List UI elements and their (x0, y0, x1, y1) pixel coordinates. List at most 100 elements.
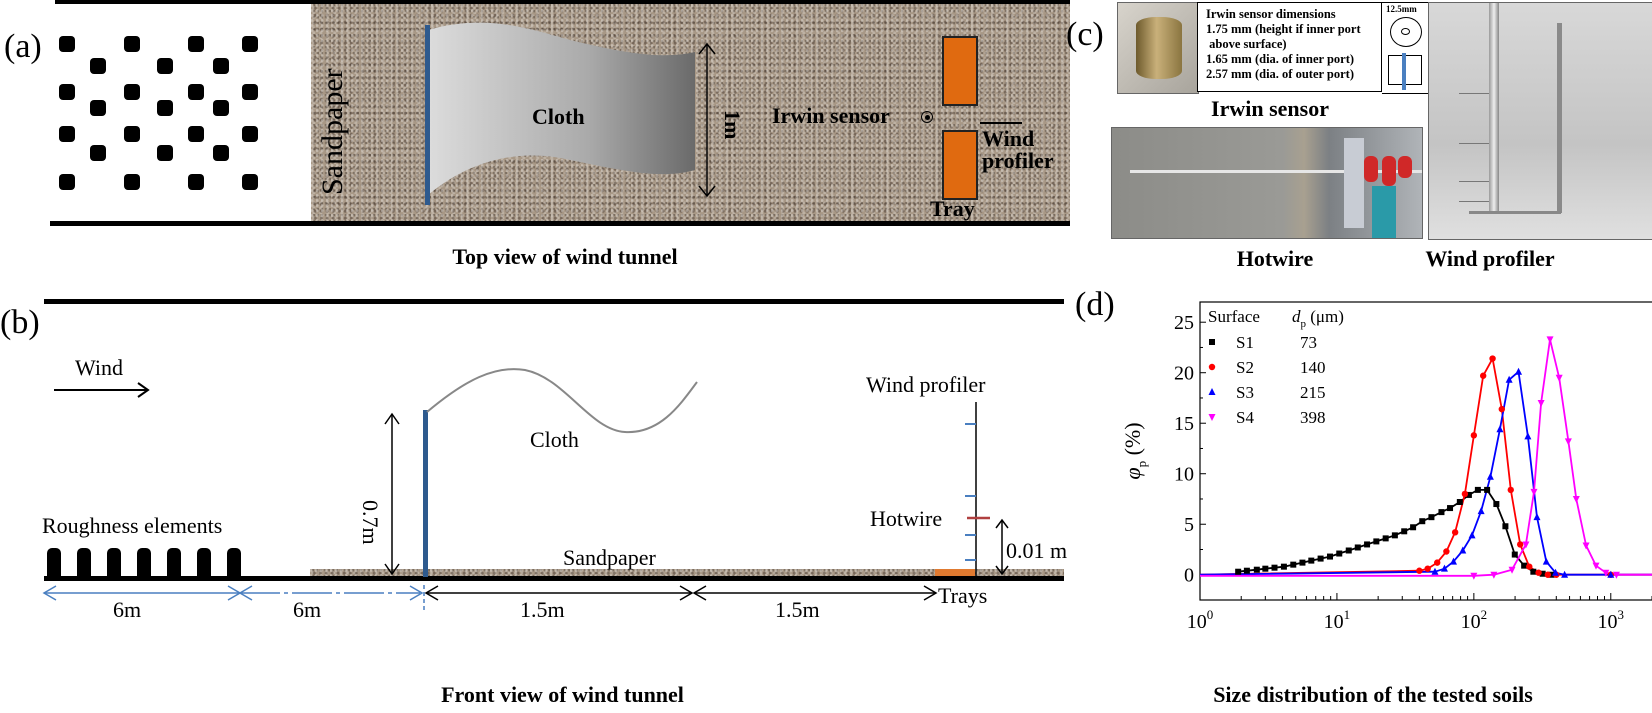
roughness-element (59, 126, 75, 142)
roughness-element (242, 174, 258, 190)
data-point-s1 (1465, 491, 1472, 498)
roughness-element (59, 36, 75, 52)
data-point-s1 (1290, 561, 1297, 568)
data-point-s1 (1373, 538, 1380, 545)
series-line-s2 (1199, 357, 1652, 576)
data-point-s3 (1431, 567, 1439, 575)
cloth-label: Cloth (532, 104, 585, 129)
tunnel-floor (44, 576, 1064, 581)
roughness-element (157, 58, 173, 74)
irwin-dims-title: Irwin sensor dimensions (1206, 7, 1336, 21)
trays-block (935, 569, 975, 576)
y-tick-label: 0 (1184, 565, 1194, 587)
sandpaper-label: Sandpaper (316, 68, 349, 195)
legend-surface-name: S2 (1236, 358, 1254, 377)
data-point-s1 (1253, 566, 1260, 573)
data-point-s2 (1507, 486, 1514, 494)
tray-lower (942, 130, 978, 200)
roughness-element (242, 84, 258, 100)
cloth-label: Cloth (530, 427, 579, 452)
irwin-sensor-label: Irwin sensor (772, 103, 890, 128)
hotwire-label: Hotwire (870, 506, 943, 531)
irwin-schematic: 12.5mm (1382, 2, 1431, 94)
data-point-s3 (1552, 568, 1560, 576)
data-point-s4 (1555, 374, 1563, 382)
irwin-sensor-photo (1117, 2, 1199, 94)
width-dimension-arrow (698, 42, 716, 198)
wind-arrow-icon (54, 382, 150, 398)
data-point-s2 (1516, 541, 1524, 548)
data-point-s2 (1461, 490, 1469, 498)
data-point-s2 (1434, 559, 1441, 566)
roughness-element (227, 548, 241, 578)
cloth-curve (426, 368, 698, 434)
roughness-element (157, 100, 173, 116)
roughness-element (137, 548, 151, 578)
wind-profiler-mark (980, 122, 1022, 124)
data-point-s2 (1443, 548, 1450, 555)
irwin-schematic-dim: 12.5mm (1386, 4, 1417, 14)
roughness-element (157, 145, 173, 161)
data-point-s1 (1530, 568, 1537, 575)
hotwire-height-label: 0.01 m (1006, 538, 1068, 563)
data-point-s4 (1530, 488, 1538, 496)
data-point-s1 (1511, 551, 1518, 558)
panel-a-caption: Top view of wind tunnel (452, 244, 678, 269)
y-tick-label: 10 (1174, 464, 1194, 486)
panel-b-caption: Front view of wind tunnel (441, 682, 684, 707)
data-point-s1 (1382, 535, 1389, 542)
y-tick-label: 5 (1184, 514, 1194, 536)
roughness-element (242, 126, 258, 142)
tray-upper (942, 36, 978, 106)
plot-frame (1199, 301, 1652, 601)
data-point-s2 (1470, 432, 1478, 439)
roughness-element (59, 84, 75, 100)
data-point-s1 (1271, 564, 1278, 571)
tray-label: Tray (930, 196, 975, 221)
height-dimension-arrow (384, 412, 400, 576)
data-point-s1 (1502, 523, 1509, 530)
data-point-s3 (1468, 531, 1476, 539)
legend-diameter-value: 73 (1300, 333, 1317, 352)
legend-marker-s1 (1209, 339, 1215, 345)
tunnel-wall-top (55, 0, 1070, 4)
wind-profiler-label: Wind profiler (982, 126, 1054, 173)
data-point-s1 (1474, 486, 1481, 493)
wind-profiler-mast (965, 402, 1009, 576)
roughness-element (213, 58, 229, 74)
data-point-s4 (1490, 571, 1498, 579)
data-point-s3 (1561, 570, 1569, 578)
data-point-s3 (1515, 367, 1523, 375)
roughness-element (77, 548, 91, 578)
legend-header-diameter: dp (μm) (1292, 307, 1344, 330)
hotwire-photo (1111, 127, 1423, 239)
data-point-s2 (1424, 565, 1431, 572)
data-point-s4 (1508, 566, 1516, 574)
data-point-s1 (1419, 518, 1426, 525)
x-tick-label: 102 (1461, 607, 1488, 633)
series-line-s1 (1238, 489, 1552, 576)
data-point-s1 (1336, 550, 1343, 557)
data-point-s1 (1539, 570, 1546, 577)
data-point-s4 (1572, 495, 1580, 503)
data-point-s1 (1456, 499, 1463, 506)
data-point-s2 (1416, 567, 1423, 574)
data-point-s1 (1484, 486, 1491, 493)
legend-diameter-value: 140 (1300, 358, 1326, 377)
data-point-s2 (1479, 372, 1487, 379)
wind-profiler-label: Wind profiler (866, 372, 986, 397)
roughness-element (124, 36, 140, 52)
roughness-element (59, 174, 75, 190)
wind-label: Wind (75, 355, 123, 380)
hotwire-caption: Hotwire (1236, 246, 1314, 271)
data-point-s1 (1493, 501, 1500, 508)
data-point-s1 (1262, 565, 1269, 572)
data-point-s3 (1496, 425, 1504, 433)
roughness-element (188, 84, 204, 100)
data-point-s4 (1612, 571, 1620, 579)
data-point-s2 (1451, 529, 1459, 536)
sandpaper-strip (310, 569, 1064, 576)
legend-marker-s2 (1208, 363, 1216, 371)
data-point-s3 (1486, 472, 1494, 480)
width-label: 1m (720, 110, 745, 140)
